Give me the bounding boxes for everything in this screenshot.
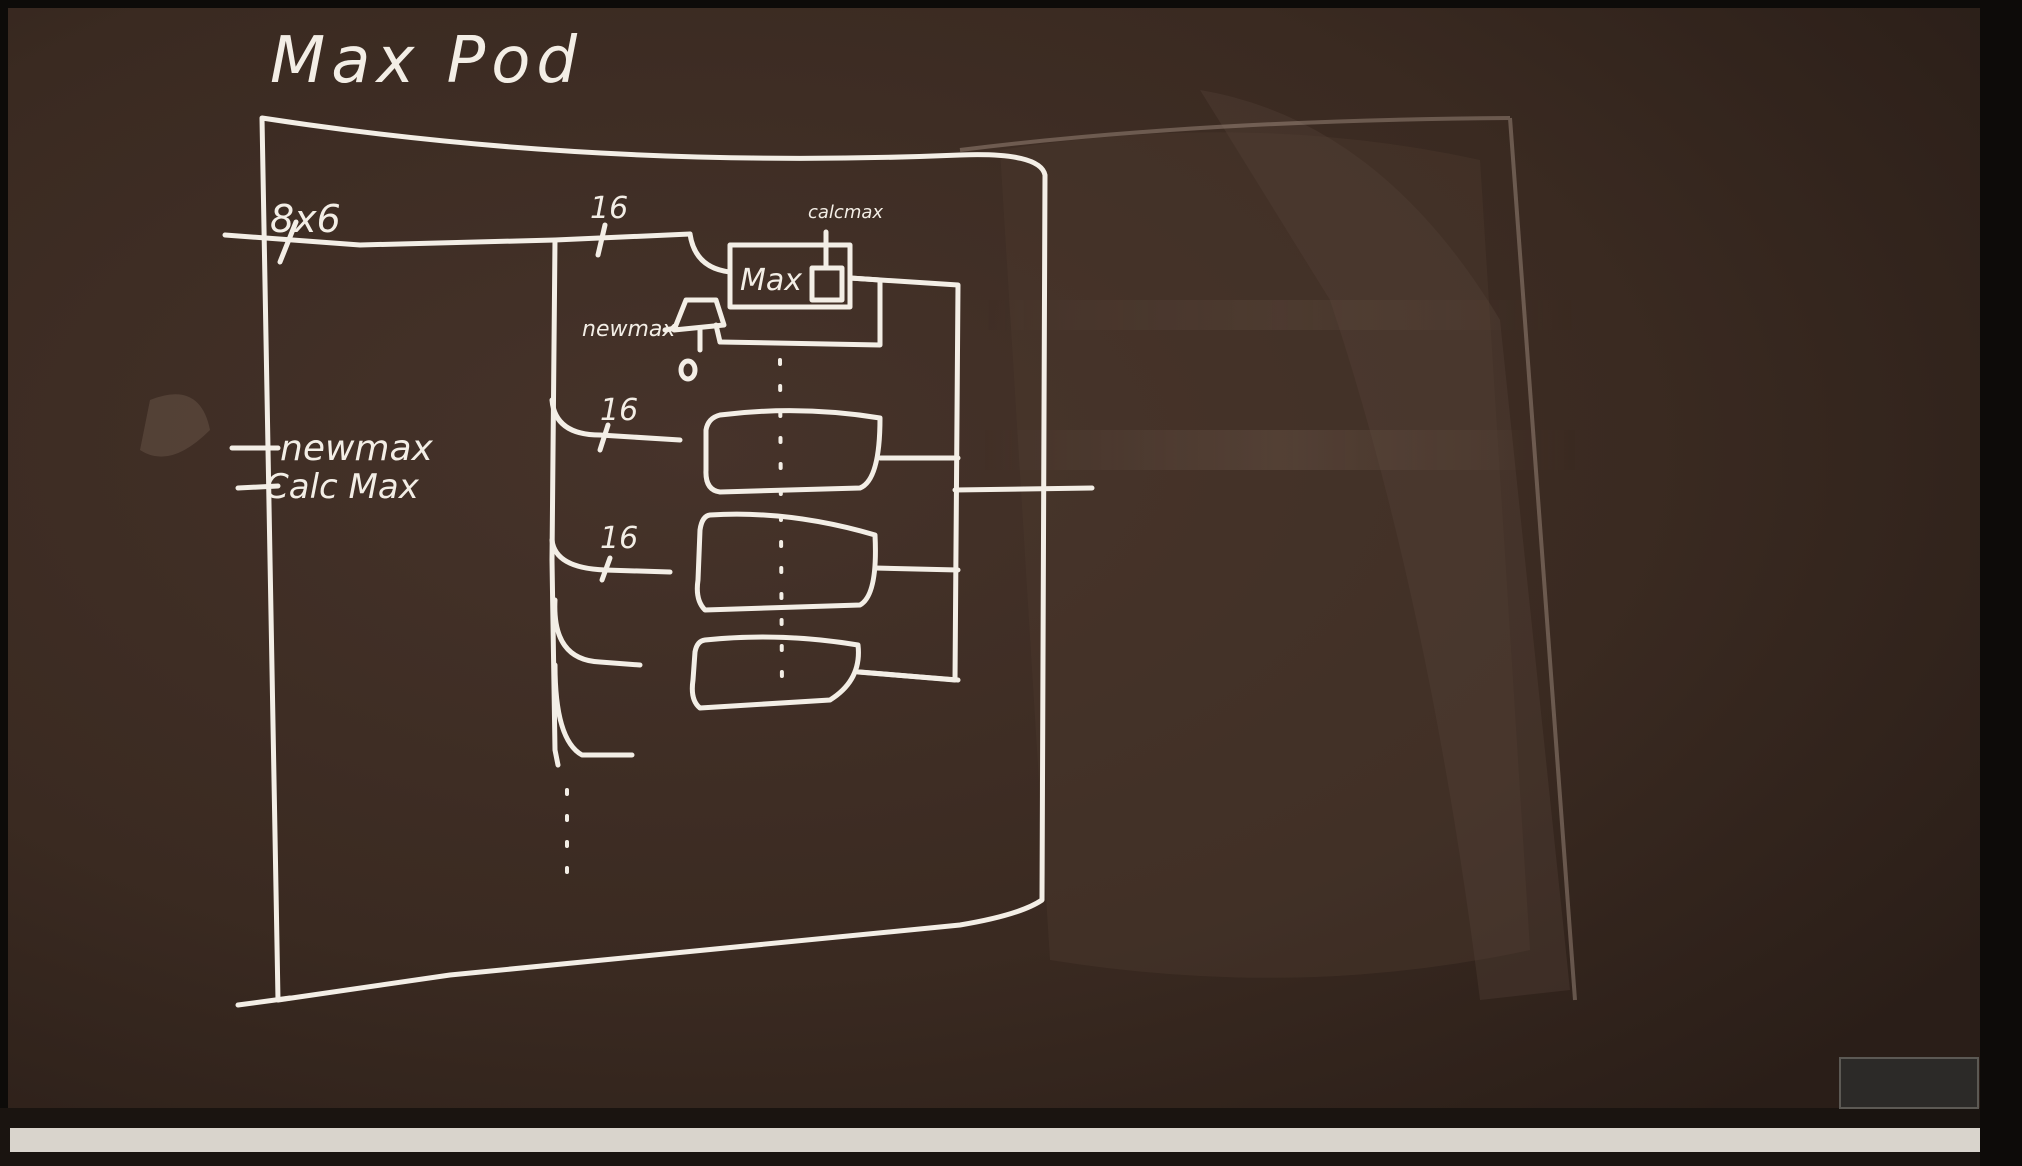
max-register-label: Max bbox=[740, 263, 802, 298]
stage1-branch bbox=[549, 397, 683, 443]
input-bus bbox=[222, 231, 693, 248]
dotted-guides bbox=[565, 358, 784, 882]
stage3-branch bbox=[552, 597, 643, 668]
stage3-comparator bbox=[689, 634, 861, 711]
eraser bbox=[1839, 1057, 1979, 1109]
erased-smudges bbox=[140, 90, 1580, 1000]
control-signal-newmax: newmax bbox=[280, 428, 434, 469]
bus-width-mid1: 16 bbox=[600, 393, 638, 428]
bus-width-top: 16 bbox=[590, 191, 628, 226]
board-title: Max Pod bbox=[270, 24, 583, 98]
stage4-branch bbox=[552, 662, 635, 758]
stage2-comparator bbox=[694, 511, 878, 613]
calcmax-label: calcmax bbox=[808, 202, 883, 223]
calcmax-stub bbox=[235, 483, 281, 491]
input-bus-slash bbox=[277, 219, 299, 265]
pod-outline bbox=[259, 115, 1048, 1003]
erased-lines bbox=[959, 116, 1577, 1001]
control-signal-calcmax: Calc Max bbox=[265, 467, 420, 507]
stage1-comparator bbox=[703, 408, 883, 495]
pod-output bbox=[952, 485, 1095, 493]
mux-zero-input bbox=[678, 358, 698, 382]
newmax-mux bbox=[671, 297, 727, 333]
chalk-tray-ledge bbox=[10, 1128, 1980, 1152]
input-width-label: 8x6 bbox=[270, 197, 341, 241]
bus-width-mid2: 16 bbox=[600, 521, 638, 556]
newmax-mux-label: newmax bbox=[582, 317, 676, 342]
diagram-chalk-lines bbox=[222, 115, 1095, 1008]
board-surface bbox=[8, 8, 1983, 1108]
